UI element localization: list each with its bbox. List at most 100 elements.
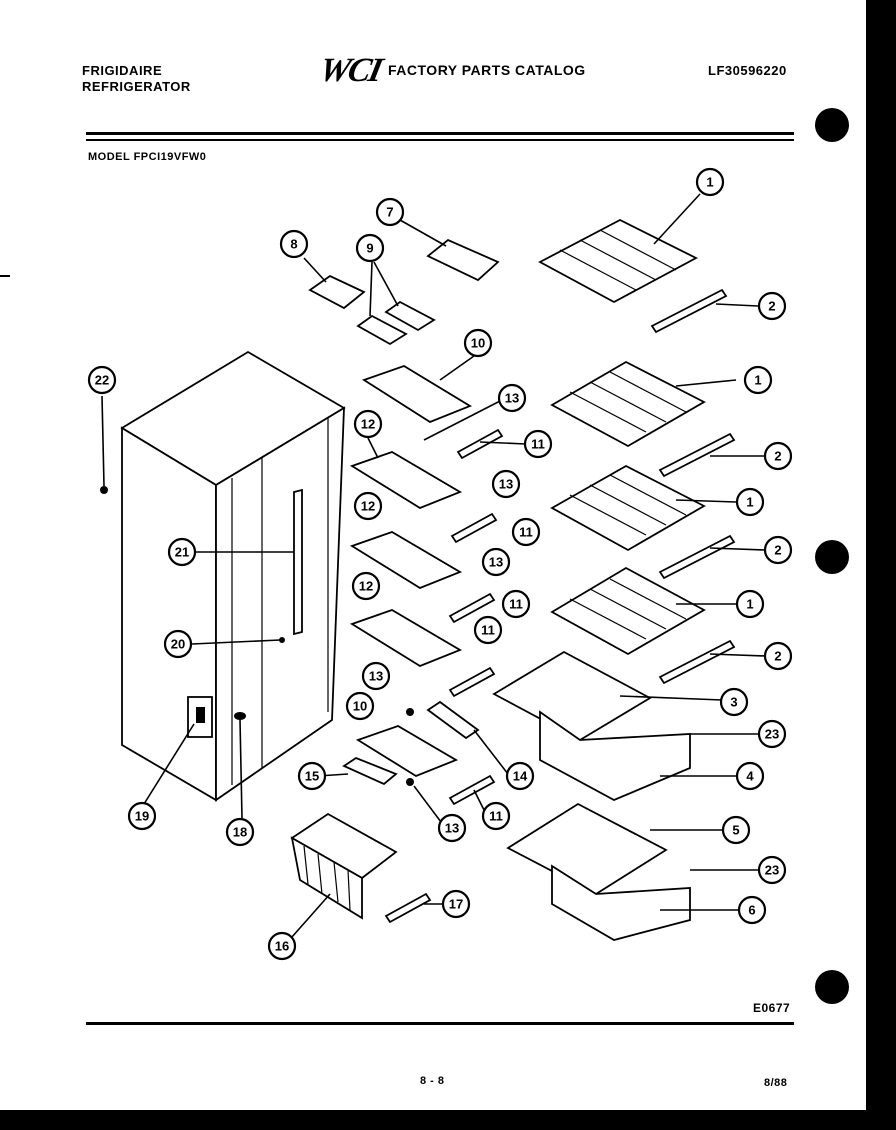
svg-text:12: 12 <box>359 579 373 594</box>
margin-tick <box>0 275 10 277</box>
binder-hole-bottom <box>815 970 849 1004</box>
header-rule-top <box>86 132 794 135</box>
callout-14: 14 <box>505 761 535 791</box>
figure-code: E0677 <box>753 1001 791 1015</box>
callout-19: 19 <box>127 801 157 831</box>
callout-1d: 1 <box>735 589 765 619</box>
callout-13d: 13 <box>361 661 391 691</box>
svg-text:13: 13 <box>505 391 519 406</box>
callout-22: 22 <box>87 365 117 395</box>
callout-2b: 2 <box>763 441 793 471</box>
svg-text:18: 18 <box>233 825 247 840</box>
callout-21: 21 <box>167 537 197 567</box>
svg-text:13: 13 <box>489 555 503 570</box>
svg-text:11: 11 <box>519 525 533 540</box>
callout-12b: 12 <box>353 491 383 521</box>
bin-drawings <box>308 238 500 346</box>
callout-1a: 1 <box>695 167 725 197</box>
crisper-drawings <box>342 650 691 941</box>
catalog-number: LF30596220 <box>708 63 787 78</box>
rail-drawings <box>384 288 736 924</box>
callout-10a: 10 <box>463 328 493 358</box>
callout-13c: 13 <box>481 547 511 577</box>
callout-2d: 2 <box>763 641 793 671</box>
callout-12a: 12 <box>353 409 383 439</box>
large-shelf-drawings <box>538 218 706 656</box>
callout-16: 16 <box>267 931 297 961</box>
svg-text:1: 1 <box>706 175 713 190</box>
callout-8: 8 <box>279 229 309 259</box>
callout-23b: 23 <box>757 855 787 885</box>
brand-block: FRIGIDAIRE REFRIGERATOR <box>82 63 262 95</box>
svg-text:8: 8 <box>290 237 297 252</box>
svg-text:9: 9 <box>366 241 373 256</box>
catalog-page: FRIGIDAIRE REFRIGERATOR WCI FACTORY PART… <box>0 0 869 1113</box>
wire-basket-drawing <box>290 812 398 920</box>
svg-text:23: 23 <box>765 863 779 878</box>
callout-11c: 11 <box>501 589 531 619</box>
small-shelf-drawings <box>349 365 473 778</box>
callout-4: 4 <box>735 761 765 791</box>
product-type: REFRIGERATOR <box>82 79 191 94</box>
callout-3: 3 <box>719 687 749 717</box>
callout-17: 17 <box>441 889 471 919</box>
svg-text:11: 11 <box>481 623 495 638</box>
svg-text:15: 15 <box>305 769 319 784</box>
callout-12c: 12 <box>351 571 381 601</box>
svg-text:1: 1 <box>754 373 761 388</box>
catalog-title: FACTORY PARTS CATALOG <box>388 62 586 78</box>
brand-name: FRIGIDAIRE <box>82 63 163 78</box>
callout-20: 20 <box>163 629 193 659</box>
svg-text:17: 17 <box>449 897 463 912</box>
callout-18: 18 <box>225 817 255 847</box>
svg-text:2: 2 <box>774 449 781 464</box>
callout-5: 5 <box>721 815 751 845</box>
svg-text:13: 13 <box>445 821 459 836</box>
svg-text:11: 11 <box>489 809 503 824</box>
callout-11e: 11 <box>481 801 511 831</box>
svg-text:12: 12 <box>361 417 375 432</box>
svg-text:10: 10 <box>353 699 367 714</box>
svg-text:23: 23 <box>765 727 779 742</box>
svg-text:2: 2 <box>774 543 781 558</box>
exploded-parts-diagram: 1 2 7 8 9 10 13 11 12 1 2 13 11 12 1 2 1… <box>87 167 793 961</box>
svg-text:2: 2 <box>774 649 781 664</box>
callout-2a: 2 <box>757 291 787 321</box>
svg-text:5: 5 <box>732 823 739 838</box>
svg-text:20: 20 <box>171 637 185 652</box>
callout-1c: 1 <box>735 487 765 517</box>
svg-text:1: 1 <box>746 495 753 510</box>
svg-text:7: 7 <box>386 205 393 220</box>
svg-text:19: 19 <box>135 809 149 824</box>
svg-text:13: 13 <box>499 477 513 492</box>
callout-13a: 13 <box>497 383 527 413</box>
svg-text:13: 13 <box>369 669 383 684</box>
page-number: 8 - 8 <box>420 1075 445 1087</box>
svg-text:1: 1 <box>746 597 753 612</box>
svg-text:16: 16 <box>275 939 289 954</box>
svg-text:14: 14 <box>513 769 528 784</box>
callout-7: 7 <box>375 197 405 227</box>
svg-text:10: 10 <box>471 336 485 351</box>
callout-23a: 23 <box>757 719 787 749</box>
callout-9: 9 <box>355 233 385 263</box>
callout-6: 6 <box>737 895 767 925</box>
callout-13e: 13 <box>437 813 467 843</box>
svg-text:4: 4 <box>746 769 754 784</box>
callout-13b: 13 <box>491 469 521 499</box>
callout-11b: 11 <box>511 517 541 547</box>
binder-hole-middle <box>815 540 849 574</box>
footer-rule <box>86 1022 794 1025</box>
callout-2c: 2 <box>763 535 793 565</box>
callout-15: 15 <box>297 761 327 791</box>
svg-text:12: 12 <box>361 499 375 514</box>
svg-text:21: 21 <box>175 545 189 560</box>
model-label: MODEL FPCI19VFW0 <box>88 151 207 163</box>
header-rule-bottom <box>86 139 794 141</box>
print-date: 8/88 <box>764 1077 788 1089</box>
binder-hole-top <box>815 108 849 142</box>
callout-10b: 10 <box>345 691 375 721</box>
svg-text:6: 6 <box>748 903 755 918</box>
svg-text:11: 11 <box>531 437 545 452</box>
svg-text:11: 11 <box>509 597 523 612</box>
